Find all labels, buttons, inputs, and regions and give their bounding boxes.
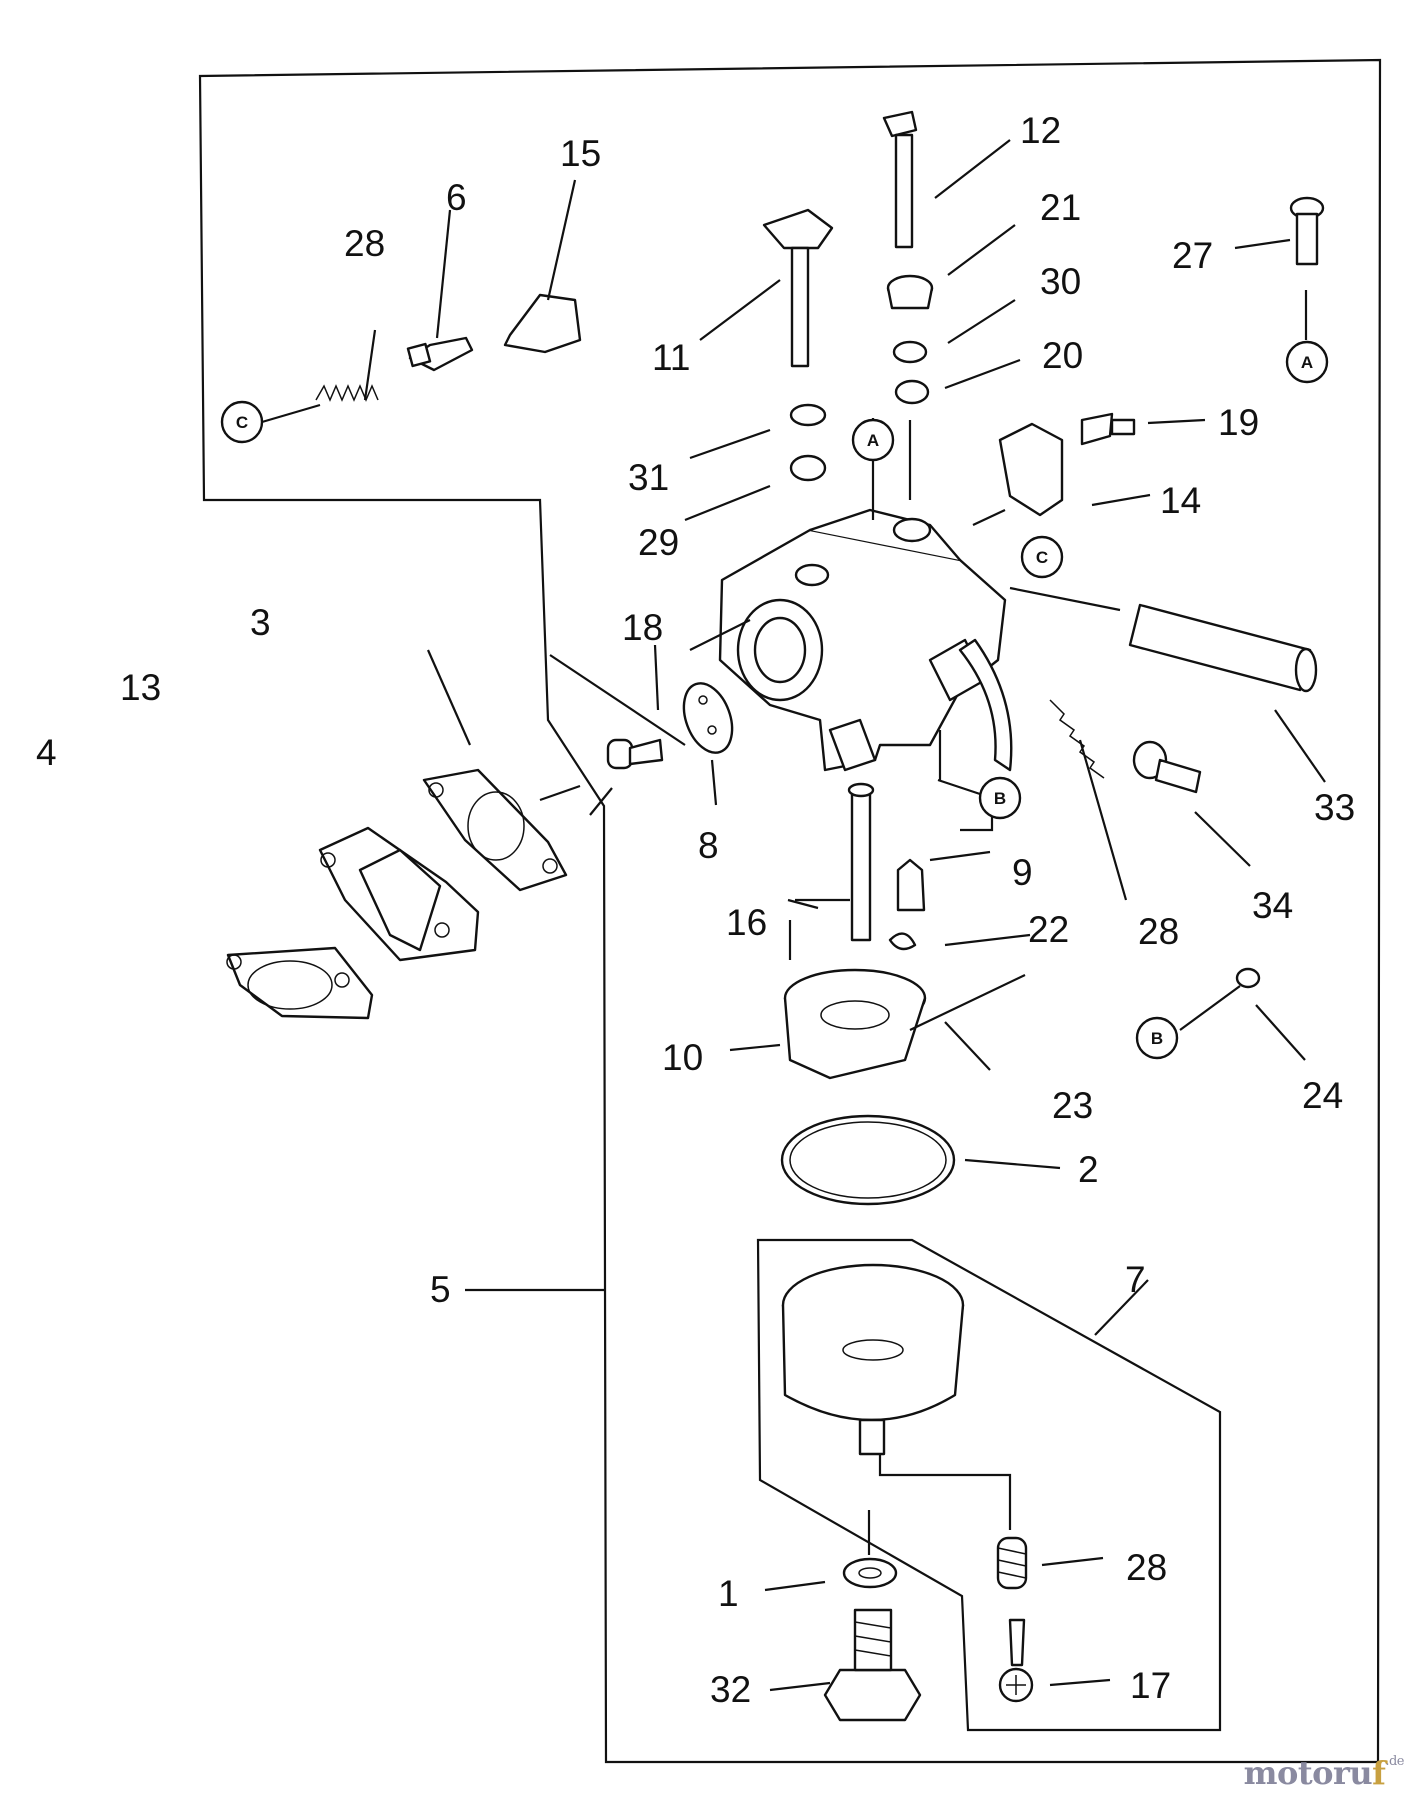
callout-14: 14 xyxy=(1160,480,1201,521)
part-carburetor-body xyxy=(718,508,1013,772)
callout-23: 23 xyxy=(1052,1085,1093,1126)
part-bracket-15 xyxy=(503,293,582,354)
callout-15: 15 xyxy=(560,133,601,174)
callout-20: 20 xyxy=(1042,335,1083,376)
part-tube-33 xyxy=(1128,603,1318,693)
callout-7: 7 xyxy=(1125,1259,1146,1300)
part-spring-28-lower xyxy=(996,1536,1028,1590)
svg-text:C: C xyxy=(1036,548,1048,567)
callout-6: 6 xyxy=(446,177,467,218)
callout-1: 1 xyxy=(718,1573,739,1614)
part-needle-valve-9 xyxy=(896,858,926,912)
callout-3: 3 xyxy=(250,602,271,643)
part-throttle-plate-8 xyxy=(682,682,734,754)
part-needle-6 xyxy=(406,336,474,372)
callout-30: 30 xyxy=(1040,261,1081,302)
svg-text:A: A xyxy=(867,431,879,450)
callout-21: 21 xyxy=(1040,187,1081,228)
part-washer-31 xyxy=(789,403,827,427)
callout-numbers: 1 2 3 4 5 6 7 8 9 10 11 12 13 14 15 16 1… xyxy=(36,110,1355,1710)
svg-text:B: B xyxy=(1151,1029,1163,1048)
callout-34: 34 xyxy=(1252,885,1293,926)
part-cap-21 xyxy=(886,274,934,310)
callout-28-upper: 28 xyxy=(344,223,385,264)
part-screw-27 xyxy=(1289,196,1325,266)
svg-text:C: C xyxy=(236,413,248,432)
callout-10: 10 xyxy=(662,1037,703,1078)
part-seal-30 xyxy=(892,340,928,364)
callout-16: 16 xyxy=(726,902,767,943)
callout-22: 22 xyxy=(1028,909,1069,950)
callout-4: 4 xyxy=(36,732,57,773)
part-drain-bolt-32 xyxy=(823,1608,922,1722)
part-float-pin-23 xyxy=(909,974,1026,1031)
part-screw-17 xyxy=(998,1618,1034,1703)
callout-18: 18 xyxy=(622,607,663,648)
part-spring-28-right xyxy=(1049,699,1105,779)
callout-28-right: 28 xyxy=(1138,911,1179,952)
callout-29: 29 xyxy=(638,522,679,563)
callout-24: 24 xyxy=(1302,1075,1343,1116)
bowl-kit-boundary xyxy=(756,1238,1222,1732)
callout-13: 13 xyxy=(120,667,161,708)
part-screw-19 xyxy=(1080,412,1136,446)
part-gasket-4 xyxy=(226,946,374,1020)
part-choke-plate-14 xyxy=(998,422,1064,517)
part-spring-28-upper xyxy=(315,384,379,402)
ref-circle-c-body: C xyxy=(1020,535,1064,579)
callout-32: 32 xyxy=(710,1669,751,1710)
ref-circle-b-body: B xyxy=(978,776,1022,820)
callout-28-lower: 28 xyxy=(1126,1547,1167,1588)
part-o-ring-2 xyxy=(780,1114,956,1206)
callout-9: 9 xyxy=(1012,852,1033,893)
part-float-bowl-7 xyxy=(781,1263,965,1456)
part-screw-24 xyxy=(1179,967,1261,1031)
callout-27: 27 xyxy=(1172,235,1213,276)
part-gasket-3 xyxy=(422,768,568,892)
callout-19: 19 xyxy=(1218,402,1259,443)
callout-8: 8 xyxy=(698,825,719,866)
callout-31: 31 xyxy=(628,457,669,498)
ref-circle-c-left: C xyxy=(220,400,264,444)
part-washer-1 xyxy=(842,1557,898,1589)
part-choke-shaft-12 xyxy=(882,110,918,249)
part-screw-34 xyxy=(1132,740,1202,794)
part-throttle-shaft-11 xyxy=(762,208,834,368)
motoruf-watermark-logo: motoruf.de xyxy=(1243,1754,1405,1792)
part-float-10 xyxy=(783,968,927,1080)
callout-5: 5 xyxy=(430,1269,451,1310)
assembly-boundary xyxy=(198,58,1382,1764)
svg-text:A: A xyxy=(1301,353,1313,372)
callout-33: 33 xyxy=(1314,787,1355,828)
callout-2: 2 xyxy=(1078,1149,1099,1190)
ref-circle-a-body: A xyxy=(851,418,895,462)
callout-11: 11 xyxy=(652,337,690,378)
ref-circle-b-right: B xyxy=(1135,1016,1179,1060)
part-main-jet-16 xyxy=(847,782,875,942)
callout-17: 17 xyxy=(1130,1665,1171,1706)
part-clip-22 xyxy=(888,932,917,951)
part-screw-18 xyxy=(606,738,664,770)
leader-lines xyxy=(261,139,1326,1692)
svg-text:B: B xyxy=(994,789,1006,808)
part-washer-29 xyxy=(789,454,827,482)
part-spacer-13 xyxy=(318,826,480,962)
callout-12: 12 xyxy=(1020,110,1061,151)
ref-circle-a-top: A xyxy=(1285,340,1329,384)
part-seal-20 xyxy=(894,379,930,405)
